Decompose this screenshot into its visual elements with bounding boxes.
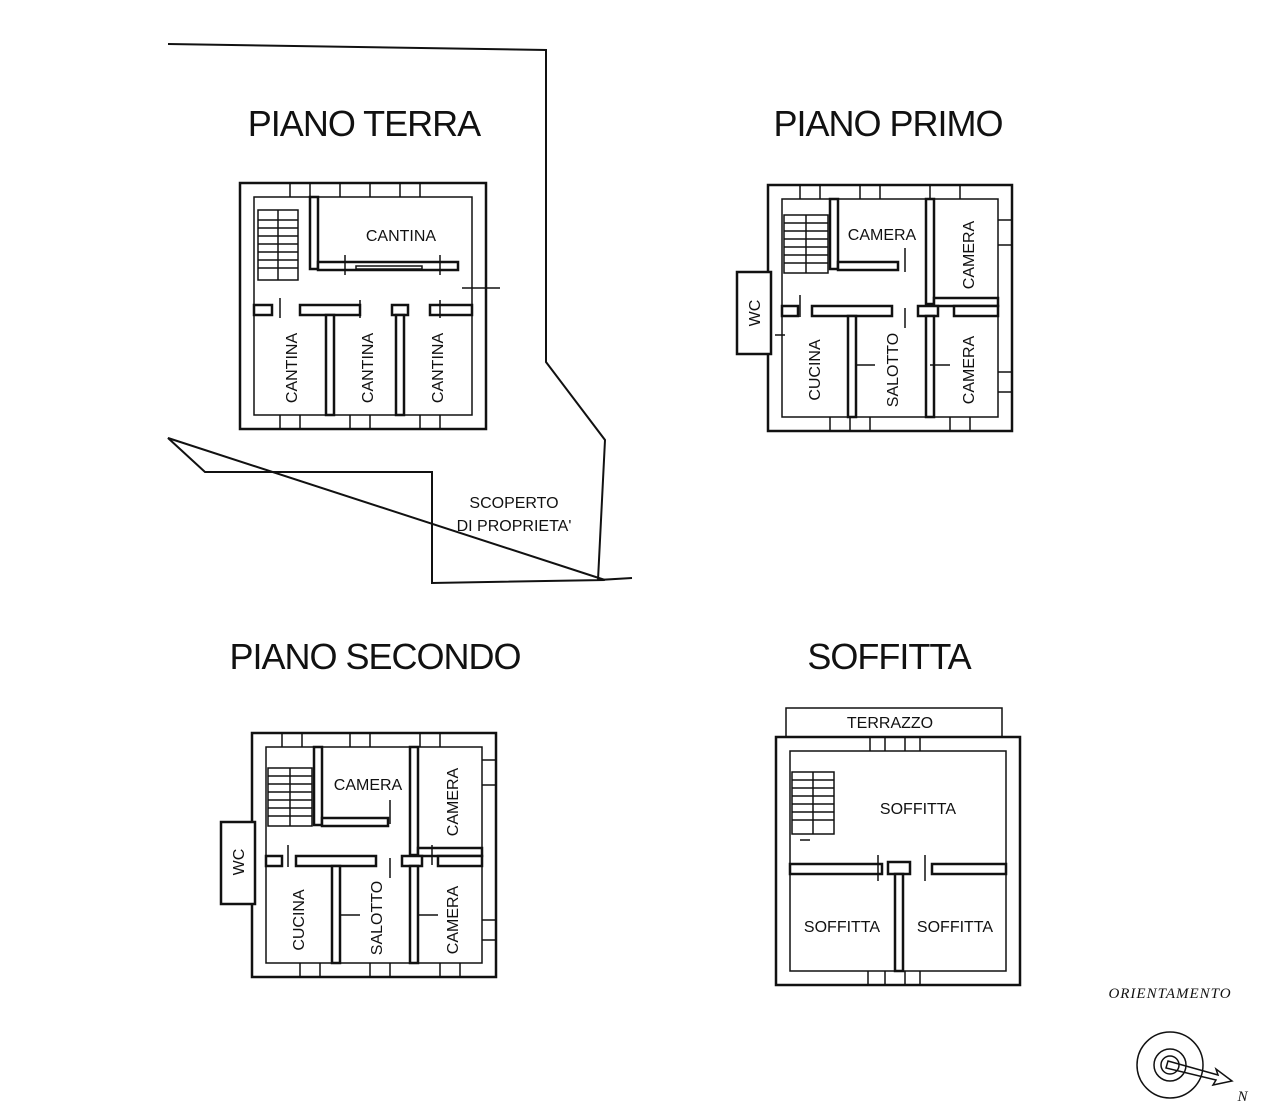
outdoor-label: SCOPERTO	[469, 495, 558, 512]
terrace-label: TERRAZZO	[847, 715, 933, 732]
room-label-soffitta: SOFFITTA	[880, 801, 956, 818]
room-label-cantina: CANTINA	[284, 333, 301, 404]
room-label-soffitta: SOFFITTA	[917, 919, 993, 936]
room-label-camera: CAMERA	[445, 885, 462, 954]
room-label-salotto: SALOTTO	[885, 333, 902, 407]
room-label-camera: CAMERA	[445, 767, 462, 836]
room-label-salotto: SALOTTO	[369, 881, 386, 955]
orientation-compass: ORIENTAMENTO N	[1108, 986, 1248, 1105]
soffitta-plan: SOFFITTA TERRAZZO SOFFITTA SOFFITTA SOFF…	[774, 636, 1022, 987]
north-letter: N	[1236, 1089, 1248, 1105]
room-label-cantina: CANTINA	[366, 228, 437, 245]
wc-extension	[219, 820, 257, 906]
room-label-wc: WC	[747, 300, 764, 327]
stair-icon	[783, 214, 829, 274]
room-label-wc: WC	[231, 849, 248, 876]
room-label-camera: CAMERA	[848, 227, 917, 244]
room-label-cantina: CANTINA	[360, 333, 377, 404]
piano-secondo-plan: PIANO SECONDO CAMERA CAMERA WC CUCINA SA…	[219, 636, 522, 979]
room-label-camera: CAMERA	[961, 220, 978, 289]
north-arrow-icon	[1165, 1060, 1234, 1087]
piano-terra-plan: PIANO TERRA CANTINA CANTINA CANTINA CANT…	[167, 43, 633, 585]
outdoor-label: DI PROPRIETA'	[457, 518, 572, 535]
stair-icon	[791, 771, 835, 835]
stair-icon	[267, 767, 313, 827]
room-label-cucina: CUCINA	[807, 339, 824, 401]
property-boundary	[167, 43, 633, 585]
floor-title: PIANO SECONDO	[229, 636, 520, 677]
wc-extension	[735, 270, 773, 356]
stair-icon	[257, 209, 299, 281]
room-label-camera: CAMERA	[961, 335, 978, 404]
room-label-soffitta: SOFFITTA	[804, 919, 880, 936]
room-label-cantina: CANTINA	[430, 333, 447, 404]
compass-outer-circle	[1136, 1031, 1204, 1099]
room-label-camera: CAMERA	[334, 777, 403, 794]
compass-inner-circle	[1153, 1048, 1187, 1082]
floor-title: SOFFITTA	[807, 636, 971, 677]
floor-title: PIANO PRIMO	[773, 103, 1002, 144]
orientation-label: ORIENTAMENTO	[1108, 986, 1231, 1002]
floor-title: PIANO TERRA	[248, 103, 481, 144]
piano-primo-plan: PIANO PRIMO CAMERA CAMERA WC CUCINA SALO…	[735, 103, 1014, 433]
room-label-cucina: CUCINA	[291, 889, 308, 951]
